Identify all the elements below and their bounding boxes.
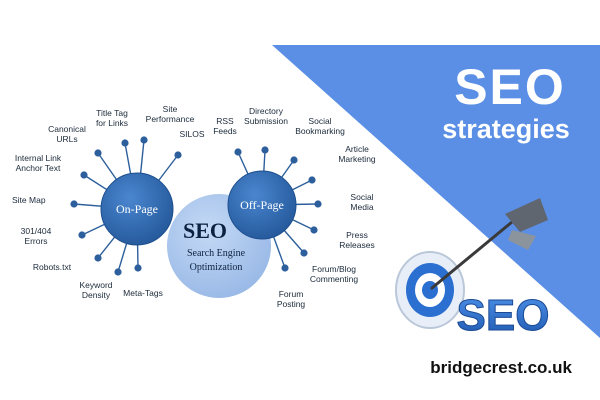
dart-flight-lower-icon [508, 230, 536, 250]
banner-title-seo: SEO [454, 59, 566, 115]
off-page-node-5 [310, 226, 318, 234]
on-page-label-9: Meta-Tags [123, 288, 163, 298]
target-logo-text: SEO [457, 291, 550, 340]
off-page-node-7 [281, 264, 289, 272]
on-page-node-7 [94, 254, 102, 262]
on-page-node-3 [174, 151, 182, 159]
off-page-hub-label: Off-Page [240, 198, 284, 212]
center-subtitle-line1: Search Engine [187, 248, 246, 259]
on-page-label-7: Robots.txt [33, 262, 72, 272]
center-subtitle-line2: Optimization [190, 262, 243, 273]
on-page-node-2 [94, 149, 102, 157]
on-page-label-5: Site Map [12, 195, 46, 205]
on-page-node-8 [114, 268, 122, 276]
off-page-node-3 [308, 176, 316, 184]
on-page-hub-label: On-Page [116, 202, 158, 216]
off-page-node-6 [300, 249, 308, 257]
on-page-node-6 [78, 231, 86, 239]
off-page-node-1 [261, 146, 269, 154]
dart-shaft [430, 220, 514, 290]
dart-flight-icon [505, 198, 548, 232]
on-page-node-0 [121, 139, 129, 147]
off-page-node-0 [234, 148, 242, 156]
off-page-node-4 [314, 200, 322, 208]
on-page-node-5 [70, 200, 78, 208]
target-logo: SEO [395, 198, 550, 341]
banner-background [272, 45, 600, 338]
on-page-node-9 [134, 264, 142, 272]
on-page-hub [100, 172, 174, 246]
on-page-label-3: SILOS [179, 129, 204, 139]
off-page-node-2 [290, 156, 298, 164]
on-page-node-4 [80, 171, 88, 179]
off-page-hub [227, 170, 297, 240]
banner-title-strategies: strategies [442, 114, 570, 144]
footer-domain: bridgecrest.co.uk [430, 358, 572, 377]
on-page-node-1 [140, 136, 148, 144]
center-title: SEO [183, 218, 227, 243]
